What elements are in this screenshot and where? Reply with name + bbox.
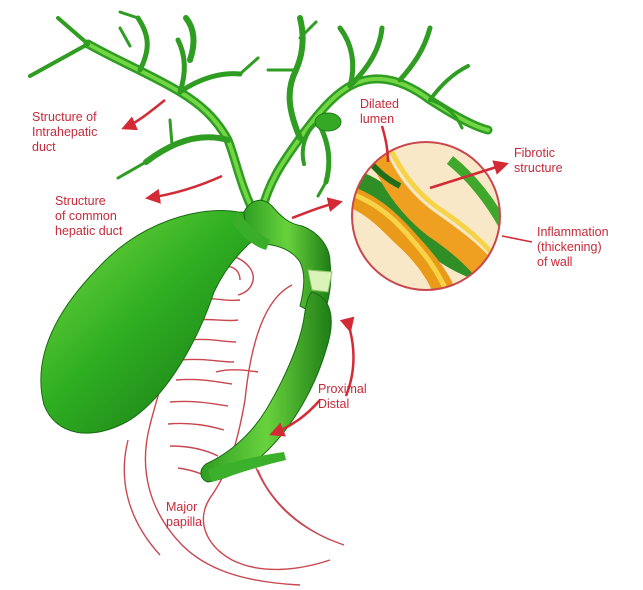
label-line: hepatic duct [55, 224, 123, 238]
gallbladder [40, 209, 271, 434]
common-hepatic-duct [243, 199, 332, 319]
label-line: Major [166, 500, 198, 514]
label-line: Distal [318, 397, 350, 411]
label-line: Structure [55, 194, 106, 208]
label-inflammation: Inflammation (thickening) of wall [537, 225, 609, 270]
label-line: of common [55, 209, 117, 223]
label-fibrotic: Fibrotic structure [514, 146, 563, 176]
zoom-inset [351, 141, 501, 291]
stenosis-band [307, 269, 333, 293]
label-dilated-lumen: Dilated lumen [360, 97, 399, 127]
label-line: Fibrotic [514, 146, 555, 160]
label-line: duct [32, 140, 56, 154]
label-intrahepatic: Structure of Intrahepatic duct [32, 110, 97, 155]
label-line: Dilated [360, 97, 399, 111]
label-line: structure [514, 161, 563, 175]
label-line: Proximal [318, 382, 367, 396]
label-line: Structure of [32, 110, 97, 124]
pancreatic-duct [208, 452, 286, 482]
label-line: Intrahepatic [32, 125, 98, 139]
label-proximal-distal: Proximal Distal [318, 382, 367, 412]
duodenal-wall [257, 469, 331, 541]
label-line: of wall [537, 255, 573, 269]
label-line: (thickening) [537, 240, 602, 254]
label-major-papilla: Major papilla [166, 500, 202, 530]
label-common-hepatic: Structure of common hepatic duct [55, 194, 122, 239]
label-line: lumen [360, 112, 395, 126]
cystic-neck [232, 212, 270, 250]
label-line: papilla [166, 515, 203, 529]
pointer-arrows [121, 99, 533, 437]
distal-common-bile-duct [200, 291, 332, 483]
label-line: Inflammation [537, 225, 609, 239]
intrahepatic-ducts [28, 10, 493, 220]
